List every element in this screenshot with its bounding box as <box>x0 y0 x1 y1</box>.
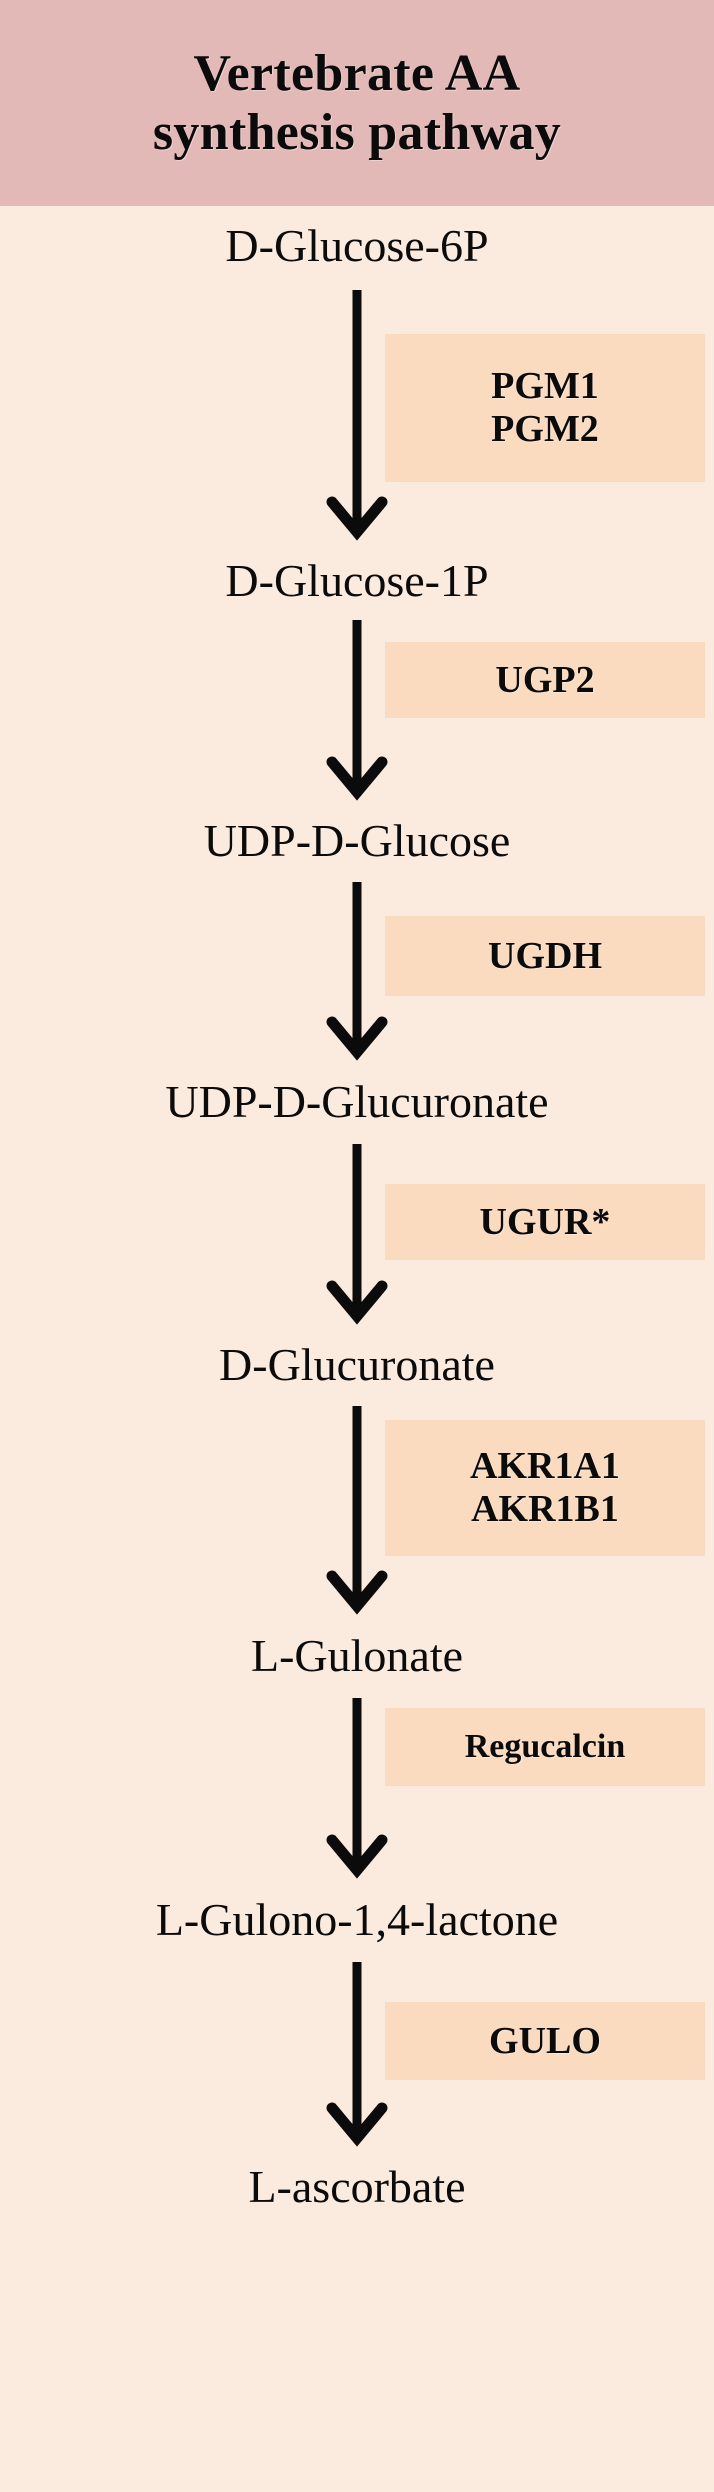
pathway-step: UGUR* <box>0 1140 714 1328</box>
enzyme-label: Regucalcin <box>464 1727 626 1765</box>
metabolite-label: D-Glucuronate <box>219 1339 495 1390</box>
enzyme-box: UGDH <box>385 916 705 996</box>
metabolite-label: UDP-D-Glucose <box>203 815 511 866</box>
metabolite-label: UDP-D-Glucuronate <box>165 1076 549 1127</box>
enzyme-label: AKR1B1 <box>471 1488 619 1530</box>
enzyme-box: Regucalcin <box>385 1708 705 1786</box>
pathway-step: PGM1 PGM2 <box>0 286 714 546</box>
enzyme-label: PGM1 <box>491 365 599 408</box>
metabolite-node: UDP-D-Glucose <box>0 804 714 878</box>
metabolite-label: D-Glucose-6P <box>225 220 489 271</box>
pathway-flow: D-Glucose-6P PGM1 PGM2 D-Glucose-1P U <box>0 206 714 2224</box>
enzyme-label: GULO <box>489 2019 601 2062</box>
metabolite-node: D-Glucose-6P <box>0 206 714 286</box>
pathway-step: UGP2 <box>0 616 714 804</box>
enzyme-box: UGUR* <box>385 1184 705 1260</box>
metabolite-node: L-ascorbate <box>0 2150 714 2224</box>
pathway-step: UGDH <box>0 878 714 1064</box>
page-title: Vertebrate AA synthesis pathway <box>152 44 562 161</box>
metabolite-node: D-Glucuronate <box>0 1328 714 1402</box>
enzyme-label: AKR1A1 <box>470 1445 620 1488</box>
metabolite-node: UDP-D-Glucuronate <box>0 1064 714 1140</box>
enzyme-box: PGM1 PGM2 <box>385 334 705 482</box>
pathway-step: AKR1A1 AKR1B1 <box>0 1402 714 1618</box>
enzyme-label: PGM2 <box>491 408 599 450</box>
pathway-step: GULO <box>0 1958 714 2150</box>
enzyme-box: AKR1A1 AKR1B1 <box>385 1420 705 1556</box>
enzyme-box: GULO <box>385 2002 705 2080</box>
metabolite-node: D-Glucose-1P <box>0 546 714 616</box>
enzyme-box: UGP2 <box>385 642 705 718</box>
metabolite-label: L-ascorbate <box>248 2161 466 2212</box>
metabolite-label: L-Gulono-1,4-lactone <box>155 1894 559 1945</box>
metabolite-label: D-Glucose-1P <box>225 555 489 606</box>
enzyme-label: UGDH <box>488 934 602 977</box>
metabolite-node: L-Gulono-1,4-lactone <box>0 1882 714 1958</box>
metabolite-node: L-Gulonate <box>0 1618 714 1694</box>
pathway-step: Regucalcin <box>0 1694 714 1882</box>
enzyme-label: UGP2 <box>495 658 595 701</box>
enzyme-label: UGUR* <box>479 1200 611 1243</box>
metabolite-label: L-Gulonate <box>250 1630 464 1681</box>
figure-header: Vertebrate AA synthesis pathway <box>0 0 714 206</box>
